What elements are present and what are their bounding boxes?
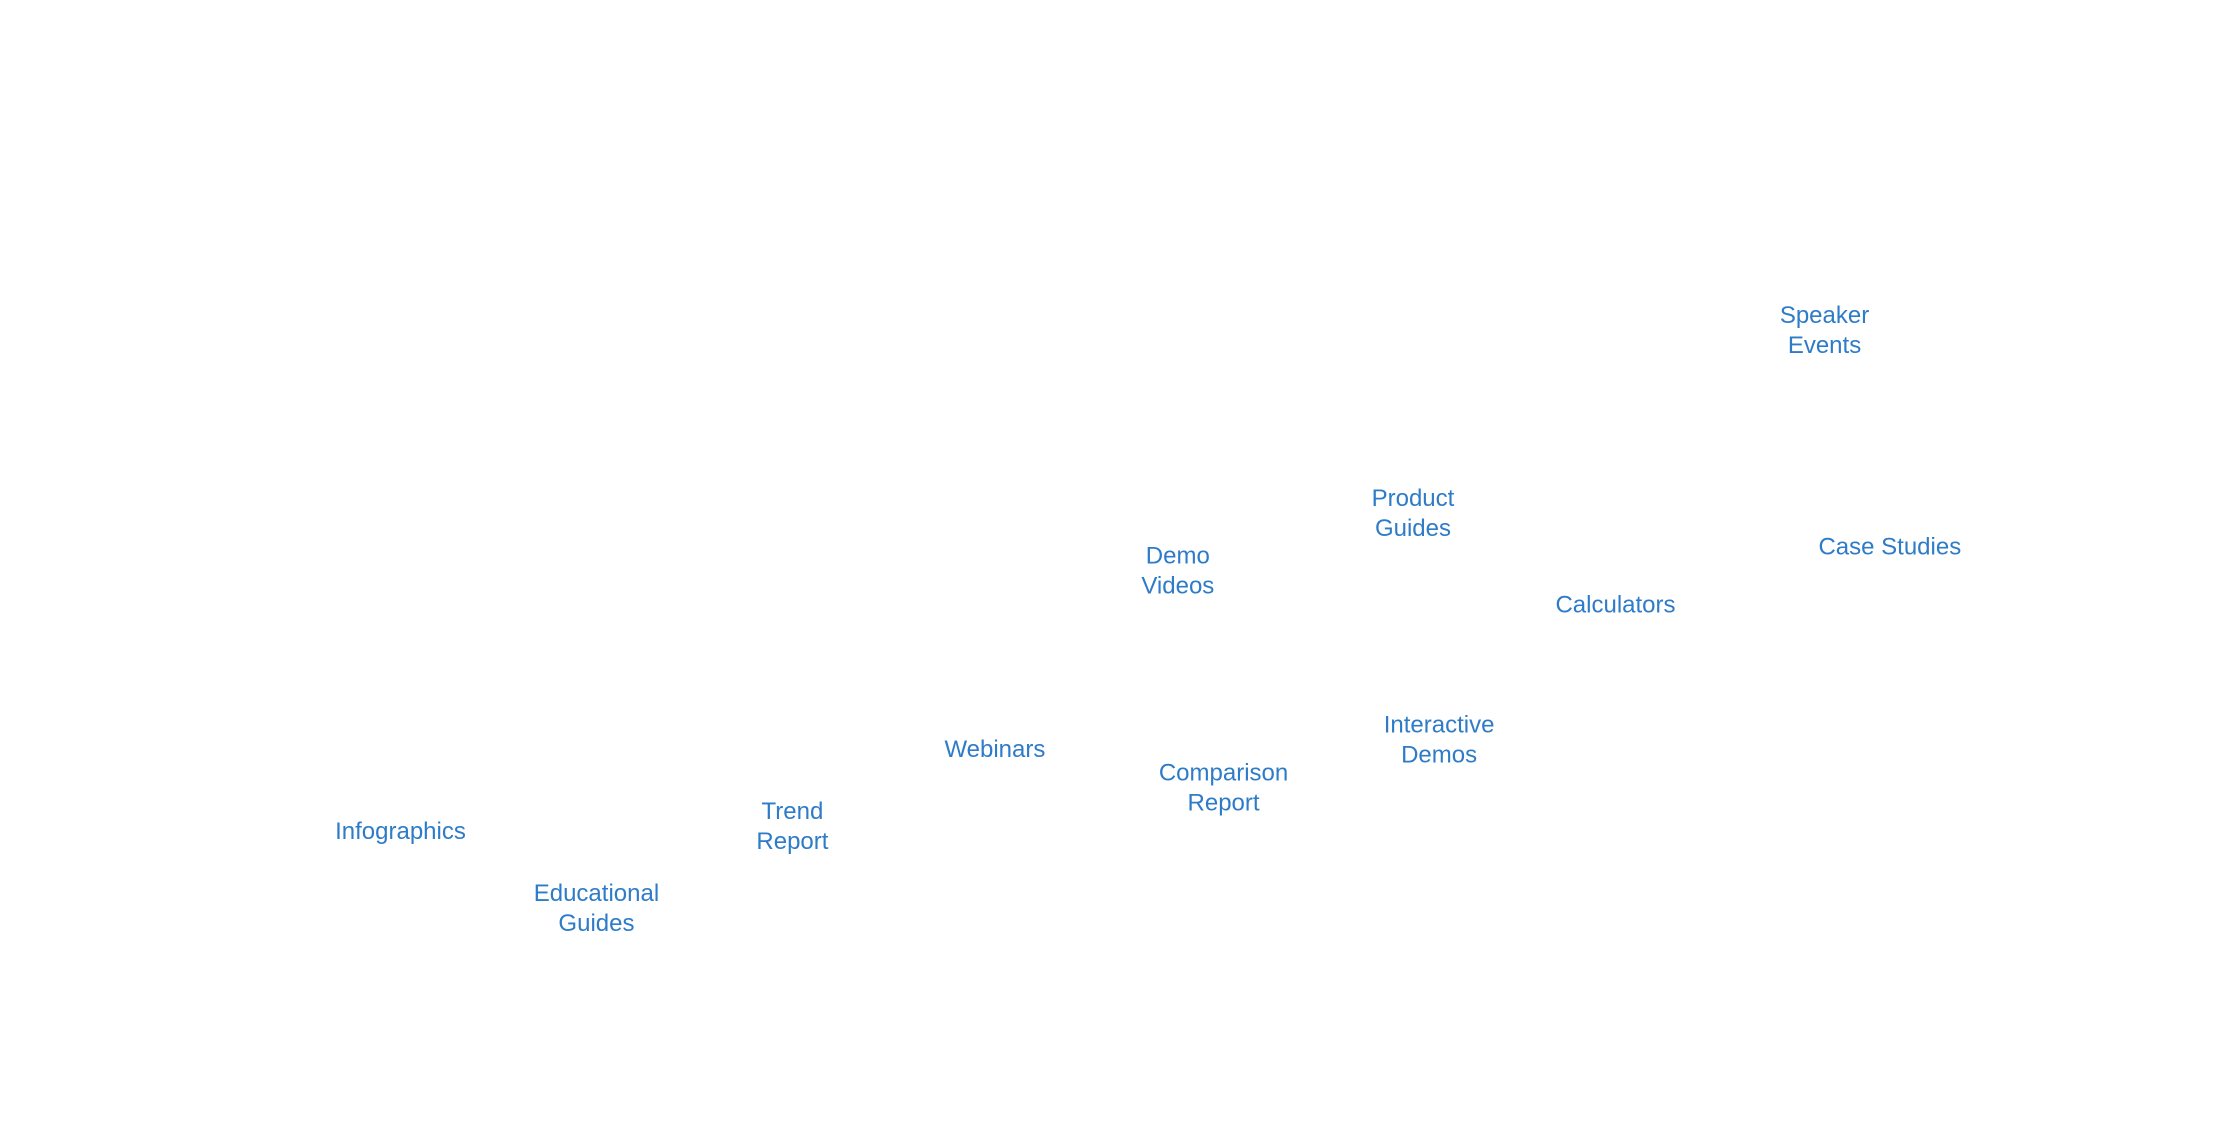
point-label-line: Educational	[534, 880, 659, 907]
point-label-line: Case Studies	[1818, 534, 1961, 561]
point-label-line: Comparison	[1159, 760, 1288, 787]
point-label-line: Guides	[1375, 515, 1451, 542]
point-label-line: Infographics	[335, 818, 466, 845]
point-label-line: Demos	[1401, 741, 1477, 768]
point-label-line: Guides	[558, 910, 634, 937]
point-label-line: Trend	[762, 798, 824, 825]
point-label: Infographics	[335, 818, 466, 845]
point-label: Calculators	[1555, 591, 1675, 618]
point-label-line: Interactive	[1384, 711, 1495, 738]
point-label: Case Studies	[1818, 534, 1961, 561]
point-label-line: Product	[1372, 485, 1455, 512]
point-label-line: Webinars	[944, 736, 1045, 763]
point-label-line: Calculators	[1555, 591, 1675, 618]
point-label-line: Demo	[1146, 543, 1210, 570]
point-label-line: Videos	[1141, 573, 1214, 600]
point-label-line: Events	[1788, 332, 1861, 359]
point-label: Webinars	[944, 736, 1045, 763]
point-label-line: Speaker	[1780, 302, 1869, 329]
point-label-line: Report	[1188, 790, 1260, 817]
point-label-line: Report	[756, 828, 828, 855]
